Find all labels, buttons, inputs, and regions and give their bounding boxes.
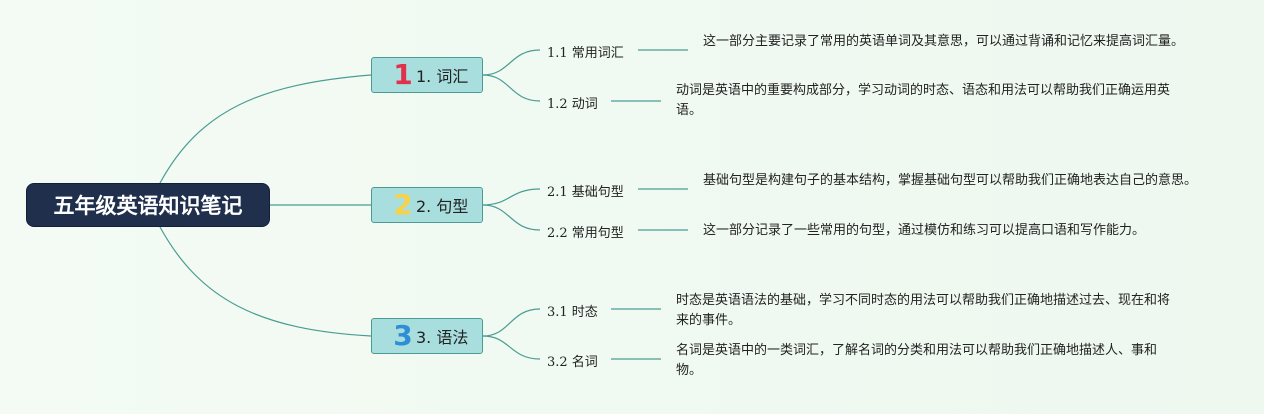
root-node[interactable]: 五年级英语知识笔记 <box>26 183 270 227</box>
leaf-node-common-patterns[interactable]: 2.2 常用句型 <box>547 226 624 241</box>
branch-label: 1. 词汇 <box>416 67 469 86</box>
leaf-node-basic-patterns[interactable]: 2.1 基础句型 <box>547 185 624 200</box>
connector-branch-1-leaf-1 <box>482 49 541 76</box>
leaf-description: 基础句型是构建句子的基本结构，掌握基础句型可以帮助我们正确地表达自己的意思。 <box>703 173 1198 188</box>
leaf-node-tenses[interactable]: 3.1 时态 <box>547 305 598 320</box>
leaf-description: 名词是英语中的一类词汇，了解名词的分类和用法可以帮助我们正确地描述人、事和物。 <box>676 343 1158 378</box>
branch-label: 2. 句型 <box>416 197 469 216</box>
branch-node-grammar[interactable]: 3 3. 语法 <box>371 318 483 354</box>
number-three-icon: 3 <box>393 319 413 352</box>
connector-branch-3-leaf-2 <box>482 335 541 360</box>
leaf-node-common-words[interactable]: 1.1 常用词汇 <box>547 46 624 61</box>
connector-branch-3-leaf-1 <box>482 308 541 337</box>
leaf-node-nouns[interactable]: 3.2 名词 <box>547 355 598 370</box>
leaf-description: 时态是英语语法的基础，学习不同时态的用法可以帮助我们正确地描述过去、现在和将来的… <box>676 293 1171 328</box>
connector-branch-2-leaf-1 <box>482 188 541 206</box>
connector-branch-1-leaf-2 <box>482 74 541 102</box>
branch-node-sentence-patterns[interactable]: 2 2. 句型 <box>371 187 483 223</box>
number-two-icon: 2 <box>393 188 413 221</box>
leaf-description: 这一部分记录了一些常用的句型，通过模仿和练习可以提高口语和写作能力。 <box>703 223 1146 238</box>
connector-root-branch-1 <box>159 74 372 184</box>
leaf-description: 这一部分主要记录了常用的英语单词及其意思，可以通过背诵和记忆来提高词汇量。 <box>703 34 1185 49</box>
connector-branch-2-leaf-2 <box>482 204 541 231</box>
connector-root-branch-3 <box>159 226 372 337</box>
leaf-description: 动词是英语中的重要构成部分，学习动词的时态、语态和用法可以帮助我们正确运用英语。 <box>676 83 1171 118</box>
branch-label: 3. 语法 <box>416 328 469 347</box>
branch-node-vocabulary[interactable]: 1 1. 词汇 <box>371 57 483 93</box>
leaf-node-verbs[interactable]: 1.2 动词 <box>547 97 598 112</box>
number-one-icon: 1 <box>393 58 413 91</box>
